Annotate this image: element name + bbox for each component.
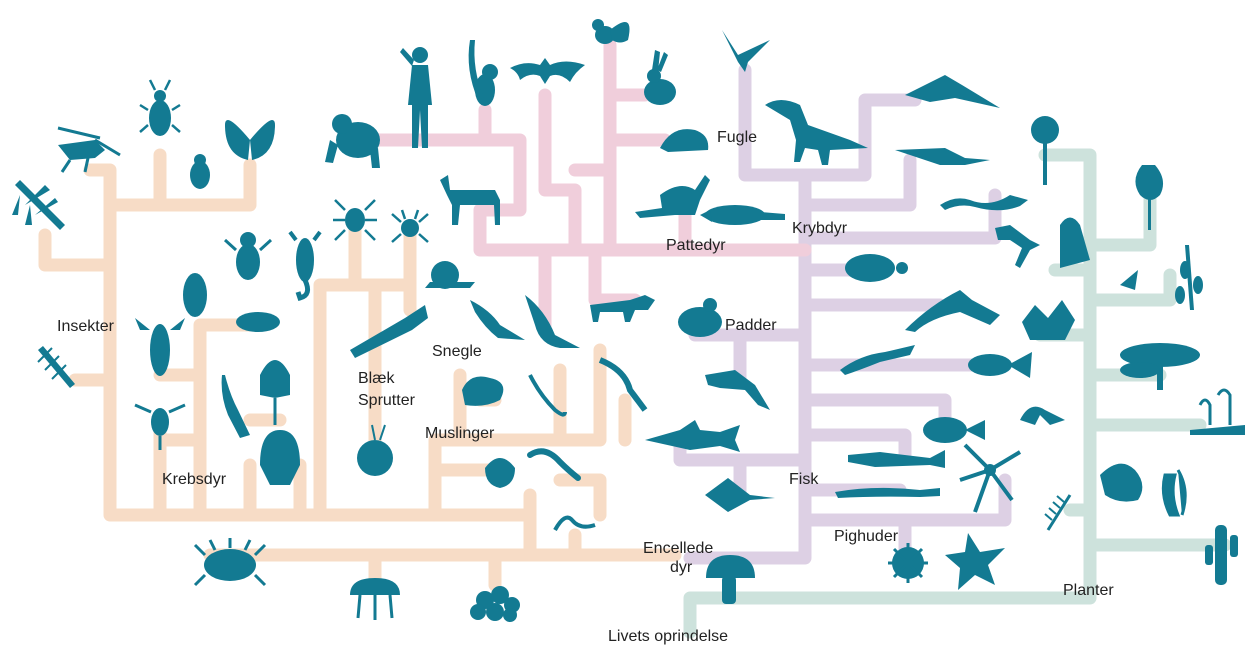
fly-icon: [190, 154, 210, 189]
sea-anemone-icon: [195, 538, 265, 585]
lemur-icon: [469, 40, 498, 106]
label-pattedyr: Pattedyr: [666, 237, 726, 254]
label-planter: Planter: [1063, 582, 1114, 599]
snake-icon: [940, 195, 1028, 210]
barnacle-icon: [222, 375, 250, 438]
small-flower-icon: [1120, 270, 1138, 290]
scallop-icon: [485, 458, 515, 488]
label-blaek: Blæk: [358, 370, 395, 387]
label-krebsdyr: Krebsdyr: [162, 471, 227, 488]
wasp-icon: [225, 232, 271, 280]
isopod-icon: [236, 312, 280, 332]
label-livets-oprindelse: Livets oprindelse: [608, 628, 728, 645]
salamander-icon: [705, 370, 770, 410]
kelp-icon: [1163, 470, 1185, 515]
horse-icon: [440, 175, 500, 225]
shark-icon: [645, 420, 740, 452]
squirrel-icon: [592, 19, 630, 44]
dolphin-icon: [525, 295, 580, 348]
sponge-icon: [470, 586, 520, 622]
seaweed-icon: [1100, 464, 1142, 502]
centipede-icon: [38, 346, 75, 388]
label-fisk: Fisk: [789, 471, 819, 488]
beetle-icon: [140, 80, 180, 136]
sturgeon-icon: [848, 450, 945, 468]
starfish-icon: [945, 533, 1005, 590]
hedgehog-icon: [660, 129, 708, 152]
label-snegle: Snegle: [432, 343, 482, 360]
label-fugle: Fugle: [717, 129, 757, 146]
lobster-icon: [135, 318, 185, 376]
label-dyr: dyr: [670, 559, 693, 576]
moss-icon: [1020, 407, 1065, 425]
label-krybdyr: Krybdyr: [792, 220, 848, 237]
label-encellede: Encellede: [643, 540, 713, 557]
turtle-icon: [845, 254, 908, 282]
rabbit-icon: [644, 50, 676, 105]
cactus-icon: [1205, 525, 1238, 585]
bird-icon: [722, 30, 770, 72]
kangaroo-icon: [635, 175, 710, 218]
frog-icon: [678, 298, 722, 337]
flatfish-icon: [923, 417, 985, 443]
water-lily-icon: [1022, 300, 1075, 340]
lizard-icon: [995, 225, 1040, 268]
tulip-icon: [1135, 165, 1163, 230]
label-padder: Padder: [725, 317, 777, 334]
worm-icon: [530, 451, 578, 478]
protozoan-icon: [555, 518, 595, 530]
fish-icon: [968, 352, 1032, 378]
squid-icon: [350, 305, 428, 358]
label-pighuder: Pighuder: [834, 528, 899, 545]
jellyfish-icon: [350, 578, 400, 620]
platypus-icon: [700, 205, 785, 225]
tree-icon: [1120, 343, 1200, 390]
woodlouse-icon: [183, 273, 207, 317]
bat-icon: [510, 58, 585, 84]
wheat-icon: [1175, 245, 1203, 310]
monkey-icon: [325, 114, 380, 168]
human-icon: [400, 47, 432, 148]
sea-slug-icon: [470, 300, 525, 340]
butterfly-icon: [225, 120, 275, 160]
trilobite-icon: [260, 430, 300, 485]
label-muslinger: Muslinger: [425, 425, 495, 442]
sea-urchin-icon: [888, 543, 928, 583]
label-insekter: Insekter: [57, 318, 115, 335]
snail-icon: [425, 261, 475, 289]
trex-icon: [765, 100, 868, 165]
dragonfly-icon: [12, 180, 65, 230]
label-sprutter: Sprutter: [358, 392, 416, 409]
